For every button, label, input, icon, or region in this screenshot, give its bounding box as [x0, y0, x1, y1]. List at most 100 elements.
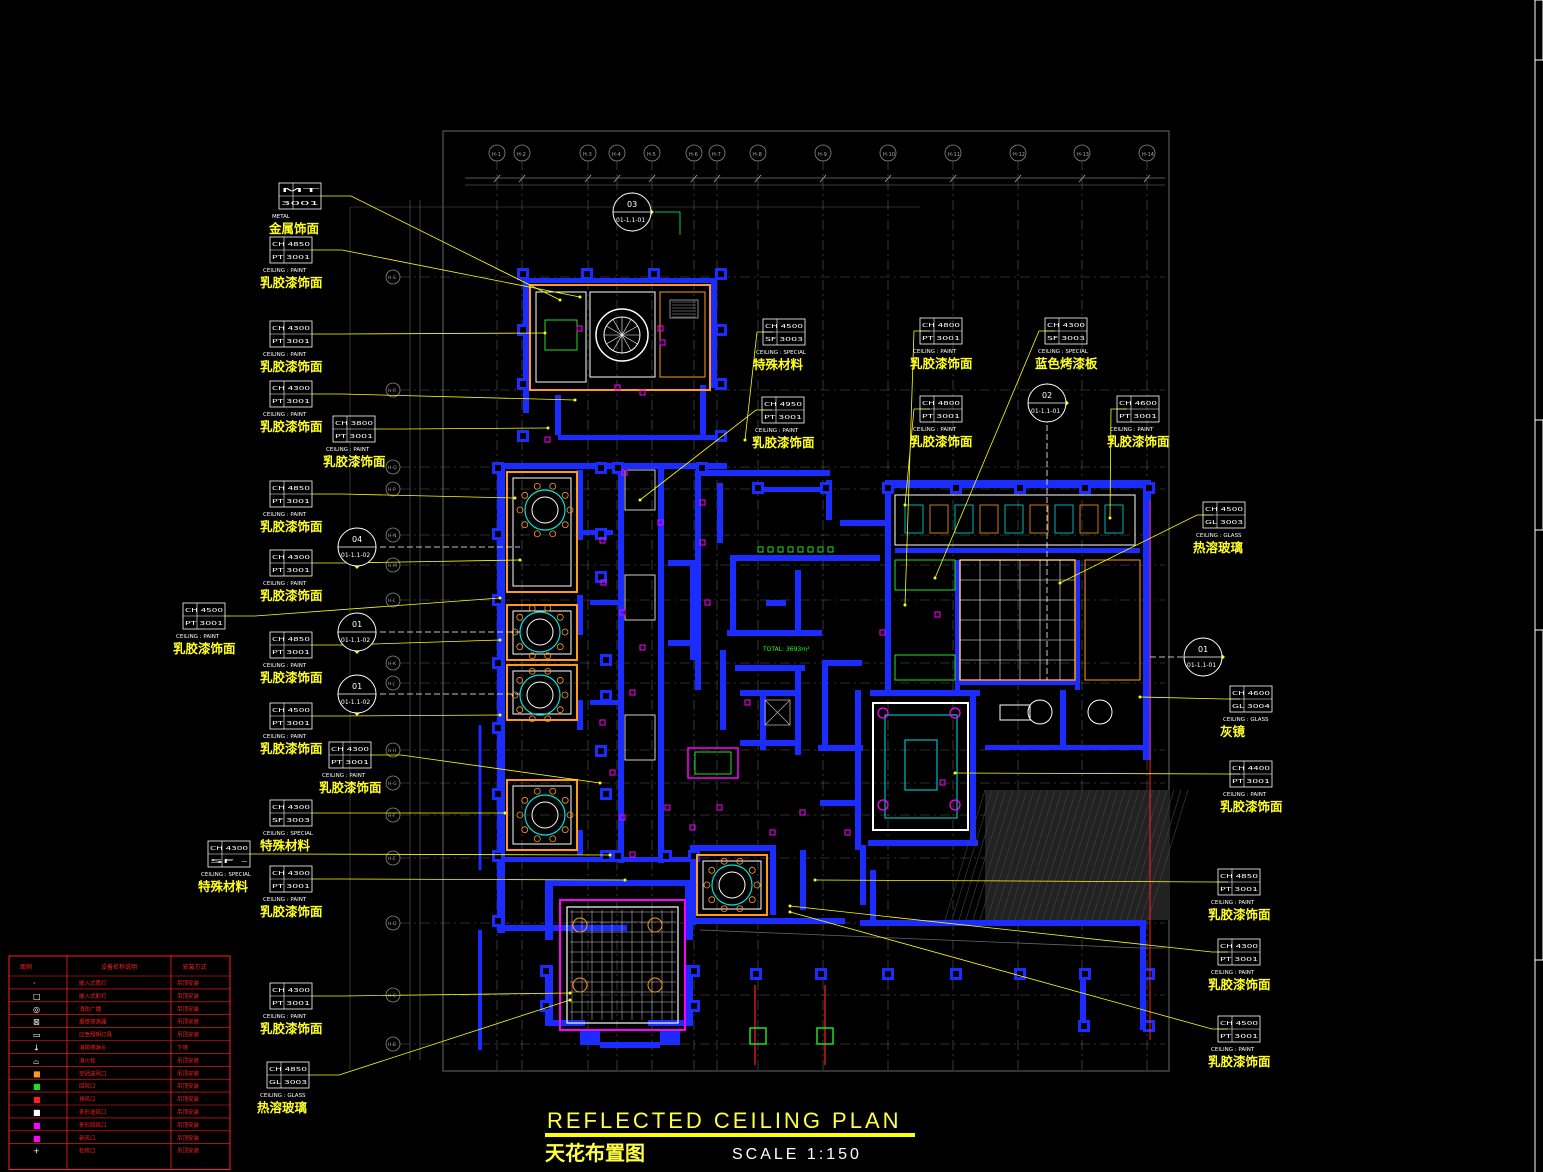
callout-type: CEILING : PAINT [263, 1014, 307, 1020]
ceiling-fixture [639, 644, 646, 651]
callout-label: 乳胶漆饰面 [260, 359, 323, 374]
lounge-table [1087, 699, 1113, 725]
grid-row-bubble [385, 527, 401, 543]
dining-chair [549, 787, 557, 795]
site-line [699, 929, 1165, 949]
dining-chair [516, 811, 524, 819]
legend-item-mount: 吊顶安装 [177, 979, 200, 987]
column-core [691, 853, 697, 859]
wall-segment [545, 1020, 585, 1026]
dining-chair [549, 530, 557, 538]
section-marker-sheet: 01-1.1-02 [341, 637, 370, 644]
wall-segment [555, 395, 561, 435]
callout-ch-key: CH 4300 [272, 326, 311, 332]
grid-row-label: H-P [388, 487, 396, 493]
grid-row-bubble [385, 807, 401, 823]
dining-chair [556, 613, 564, 621]
callout-type: CEILING : PAINT [755, 428, 799, 434]
callout-code: SF 3003 [765, 337, 804, 343]
section-marker-id: 01 [352, 682, 362, 691]
column-core [885, 971, 891, 977]
callout-leader-dot [558, 298, 562, 302]
grid-row-label: H-C [388, 993, 396, 999]
air-vent [827, 546, 834, 553]
wall-segment [818, 745, 863, 751]
dimension-tick [584, 174, 592, 183]
grid-column-label: H-10 [883, 152, 895, 158]
callout-type: CEILING : PAINT [263, 897, 307, 903]
wall-segment [497, 463, 505, 933]
callout-leader-dot [503, 811, 507, 815]
grid-row-bubble [385, 850, 401, 866]
dining-chair [528, 652, 536, 660]
legend-item-mount: 吊顶安装 [177, 1134, 200, 1142]
dimension-tick [713, 174, 721, 183]
wall-segment [523, 278, 717, 283]
ceiling-fixture [600, 579, 607, 586]
section-marker-sheet: 01-1.1-02 [341, 552, 370, 559]
column-core [495, 725, 501, 731]
wall-segment [1143, 480, 1151, 760]
callout-leader [312, 493, 516, 499]
dining-chair [736, 905, 744, 913]
grid-column-label: H-6 [689, 152, 698, 158]
dining-room-border [506, 779, 578, 851]
legend-item-mount: 吊顶安装 [177, 1031, 200, 1039]
wall-segment [822, 660, 862, 666]
callout-leader [312, 639, 501, 646]
dining-chair [521, 521, 529, 529]
ceiling-fixture [619, 814, 626, 821]
callout-type: CEILING : PAINT [1223, 792, 1267, 798]
callout-code: PT 3001 [272, 568, 310, 574]
round-table-center [718, 871, 746, 899]
callout-label: 乳胶漆饰面 [1208, 977, 1271, 992]
hatch-line [1049, 789, 1091, 921]
dining-chair [516, 676, 524, 684]
dining-chair [556, 676, 564, 684]
ceiling-fixture [639, 389, 646, 396]
callout-ch-key: CH 4500 [1205, 507, 1244, 513]
wall-segment [766, 600, 786, 606]
callout-label: 金属饰面 [268, 221, 320, 236]
callout-leader-dot [498, 713, 502, 717]
dining-chair [748, 896, 756, 904]
hatch-line [1147, 789, 1189, 921]
section-markers: 0301-1.1-010201-1.1-010101-1.1-010401-1.… [337, 192, 1225, 716]
column-core [603, 791, 609, 797]
east-corridor-panel [1104, 504, 1124, 534]
round-ceiling-spoke [612, 334, 623, 351]
callout-code: SF - [210, 859, 248, 865]
wall-segment [855, 690, 861, 850]
grid-row-label: H-Q [388, 465, 397, 471]
hatch-line [1000, 789, 1042, 921]
callout-leader-dot [513, 496, 517, 500]
column-core [495, 660, 501, 666]
grid-row-label: H-F [388, 813, 396, 819]
air-vent [767, 546, 774, 553]
round-table-center [526, 681, 554, 709]
grid-column-bubble [1138, 144, 1156, 162]
grid-column-bubble [749, 144, 767, 162]
callout-leader-dot [573, 398, 577, 402]
round-ceiling-spoke [612, 319, 623, 336]
wall-segment [955, 560, 960, 690]
callout-leader-dot [788, 904, 792, 908]
callout-leader [321, 195, 561, 301]
dining-chair [516, 506, 524, 514]
callout-code: SF 3003 [272, 818, 311, 824]
grid-column-label: H-2 [517, 152, 526, 158]
wall-segment [548, 880, 693, 886]
legend-item-mount: 吊顶安装 [177, 1108, 200, 1116]
dining-room-ceiling-frame [512, 785, 572, 845]
column-core [953, 971, 959, 977]
column-core [603, 853, 609, 859]
legend-header: 图例 [20, 963, 32, 971]
dimension-tick [754, 174, 762, 183]
callout-type: CEILING : PAINT [263, 581, 307, 587]
